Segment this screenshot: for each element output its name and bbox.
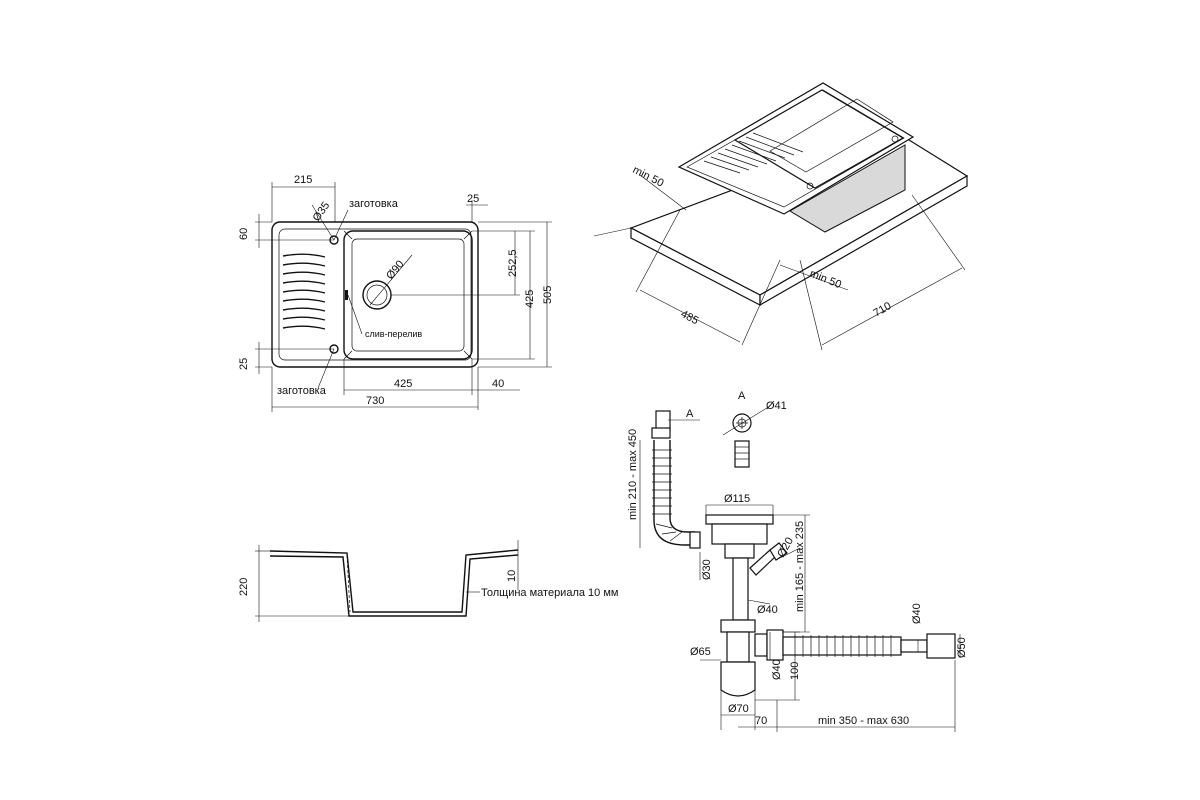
dim-min50-bottom: min 50 [808,268,843,291]
hose-end [926,633,956,659]
dim-25-top: 25 [467,193,479,205]
iso-grooves [703,132,804,174]
dim-end-dia: Ø50 [956,637,968,658]
dim-min50-top: min 50 [631,164,666,190]
dim-strainer: Ø115 [724,493,750,505]
dim-41: Ø41 [766,400,787,412]
sink-bowl-top [733,89,905,189]
dim-485: 485 [679,308,701,327]
dim-25-bottom: 25 [238,358,250,370]
section-inner [269,554,519,617]
overflow-hose [652,440,695,546]
sink-section-view: 220 10 Толщина материала 10 мм [238,540,618,622]
label-tap-blank: заготовка [349,198,399,210]
dim-drain-hole: Ø90 [384,258,407,282]
label-view-a: A [686,408,694,420]
sink-inner-outline [278,228,472,361]
sink-bowl-side [789,144,906,233]
label-overflow: слив-перелив [365,329,422,339]
dim-215: 215 [294,174,312,186]
dim-bottom-dia: Ø70 [728,703,749,715]
dim-rim-10: 10 [506,570,518,582]
material-note: Толщина материала 10 мм [481,587,618,599]
dim-40: 40 [492,378,504,390]
dim-trap-body: Ø65 [690,646,711,658]
dim-trap-outlet: Ø40 [771,659,783,680]
dim-tap-hole: Ø35 [311,200,333,224]
dim-425-bottom: 425 [394,378,412,390]
trap-outlet-nut [766,629,784,661]
isometric-view: min 50 min 50 485 710 [593,82,969,351]
dim-252-5: 252,5 [507,249,519,277]
dim-730: 730 [366,395,384,407]
dim-overflow-pipe: Ø30 [701,559,713,580]
strainer [705,514,774,525]
overflow-slot [345,290,348,300]
dim-height-range: min 165 - max 235 [794,521,806,612]
trap-body [726,631,750,663]
tail-pipe [732,557,749,621]
dim-trap-height: 100 [789,662,801,680]
dim-hose-length: min 350 - max 630 [818,715,909,727]
dim-overflow-hose: min 210 - max 450 [627,429,639,520]
section-outer [269,549,519,613]
dim-425-side: 425 [524,290,536,308]
dim-220: 220 [238,578,250,596]
dim-offset-70: 70 [755,715,767,727]
trap-bottom [720,661,756,697]
dim-hose-dia: Ø40 [911,603,923,624]
trap-nut [720,619,756,633]
label-bottom-blank: заготовка [277,385,327,397]
dim-710: 710 [872,300,894,320]
dim-60: 60 [238,228,250,240]
sink-top-view: 215 25 60 25 425 40 730 505 425 252,5 [238,174,554,412]
overflow-connector [689,531,701,549]
sink-outline [271,221,479,368]
detail-a-label: A [738,390,746,402]
dim-side-inlet: Ø20 [775,535,796,559]
detail-a: A Ø41 [722,390,787,468]
dim-505: 505 [542,286,554,304]
drainer-grooves [282,253,326,330]
dim-tail-pipe: Ø40 [757,604,778,616]
drain-hose [782,633,956,659]
siphon-assembly: A min 210 - max 450 A Ø41 [627,390,968,732]
